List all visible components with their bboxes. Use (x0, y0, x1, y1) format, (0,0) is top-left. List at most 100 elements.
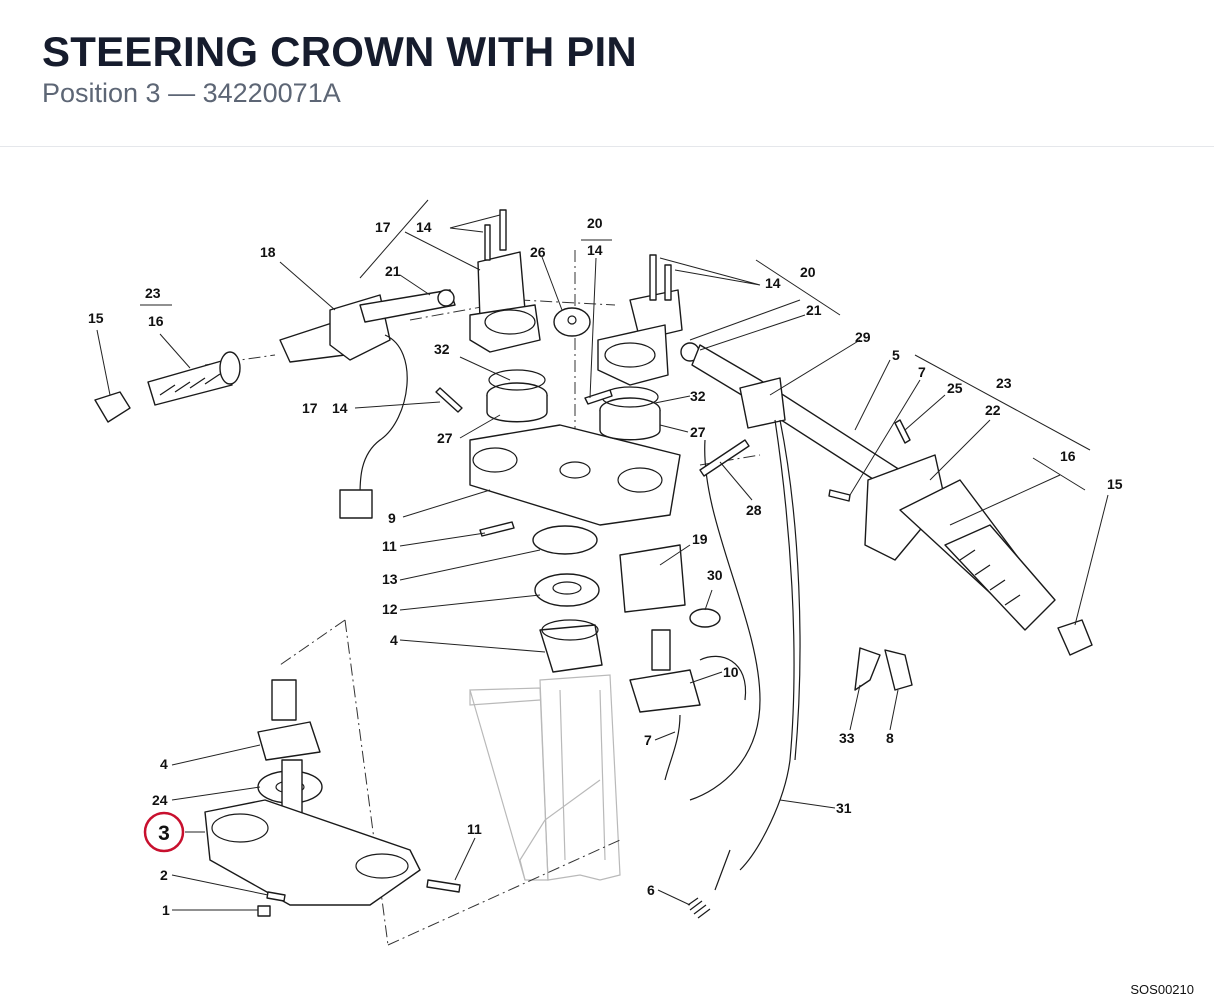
steering-crown-with-pin (204, 679, 421, 917)
label-16b: 16 (1060, 448, 1076, 464)
label-11b: 11 (467, 821, 482, 837)
clamp-bolt-b (499, 209, 507, 251)
clamp-bolt-a (484, 224, 491, 261)
left-switch-connector (339, 489, 373, 519)
label-32a: 32 (434, 341, 450, 357)
label-24: 24 (152, 792, 168, 808)
clamp-bolt-d (664, 264, 672, 301)
label-8: 8 (886, 730, 894, 746)
label-4a: 4 (390, 632, 398, 648)
return-spring-6 (687, 897, 711, 919)
right-upper-clamp (629, 289, 683, 341)
label-13: 13 (382, 571, 398, 587)
label-7a: 7 (918, 364, 926, 380)
bolt-11-upper (479, 521, 515, 537)
clamp-bolt-c (649, 254, 657, 301)
label-21a: 21 (385, 263, 401, 279)
label-22: 22 (985, 402, 1001, 418)
bolt-14-mid (584, 389, 613, 405)
right-bar-end-15 (1057, 619, 1093, 656)
key-8 (884, 649, 913, 691)
bearing-4-upper (539, 624, 603, 673)
label-14b: 14 (587, 242, 603, 258)
oring-30 (689, 608, 721, 628)
bolt-28 (699, 439, 750, 477)
ignition-barrel (651, 629, 671, 671)
part-labels: 17 14 18 21 26 20 14 14 20 21 23 16 15 3… (88, 215, 1123, 918)
label-23b: 23 (996, 375, 1012, 391)
label-18: 18 (260, 244, 276, 260)
nut-1 (257, 905, 271, 917)
bearing-4-lower (257, 721, 321, 761)
label-33: 33 (839, 730, 855, 746)
exploded-parts-diagram: 17 14 18 21 26 20 14 14 20 21 23 16 15 3… (88, 199, 1123, 946)
label-10: 10 (723, 664, 739, 680)
label-11a: 11 (382, 538, 397, 554)
label-7b: 7 (644, 732, 652, 748)
highlight-label: 3 (158, 822, 170, 845)
bolt-14-left (435, 387, 463, 413)
label-27a: 27 (437, 430, 453, 446)
ignition-assembly (619, 544, 721, 781)
screw-25 (894, 419, 911, 444)
key-33 (854, 647, 881, 691)
label-31: 31 (836, 800, 852, 816)
label-14a: 14 (416, 219, 432, 235)
label-12: 12 (382, 601, 398, 617)
label-5: 5 (892, 347, 900, 363)
left-grip-assembly (94, 351, 241, 423)
fork-bushings (486, 369, 661, 441)
label-28: 28 (746, 502, 762, 518)
leader-lines (96, 214, 1109, 911)
label-17b: 17 (302, 400, 318, 416)
handlebar-cap-21 (437, 289, 455, 307)
label-23a: 23 (145, 285, 161, 301)
lower-triple-clamp (204, 799, 421, 906)
label-9: 9 (388, 510, 396, 526)
steering-nut-26 (553, 307, 591, 337)
label-27b: 27 (690, 424, 706, 440)
keys (854, 647, 913, 691)
label-17a: 17 (375, 219, 391, 235)
steering-head-parts (532, 525, 603, 673)
label-21b: 21 (806, 302, 822, 318)
label-25: 25 (947, 380, 963, 396)
label-1: 1 (162, 902, 170, 918)
cables (689, 419, 801, 891)
page-subtitle: Position 3 — 34220071A (42, 78, 341, 108)
upper-triple-clamp (469, 424, 681, 526)
label-20b: 20 (800, 264, 816, 280)
stem-top-thread (271, 679, 297, 721)
label-6: 6 (647, 882, 655, 898)
bolt-11-lower (426, 879, 461, 893)
page-title: STEERING CROWN WITH PIN (42, 28, 637, 75)
label-15a: 15 (88, 310, 104, 326)
right-clamp-assembly (597, 254, 700, 386)
group-brackets (140, 199, 1091, 491)
label-30: 30 (707, 567, 723, 583)
left-bar-end (94, 391, 131, 423)
ring-32-left (488, 369, 546, 391)
label-14c: 14 (765, 275, 781, 291)
label-29: 29 (855, 329, 871, 345)
page-header: STEERING CROWN WITH PIN Position 3 — 342… (0, 0, 1214, 147)
label-19: 19 (692, 531, 708, 547)
left-handlebar (359, 289, 456, 323)
ring-nut-11 (532, 525, 598, 555)
right-grip-16 (944, 524, 1056, 631)
label-32b: 32 (690, 388, 706, 404)
ignition-switch-10 (629, 669, 701, 713)
label-26: 26 (530, 244, 546, 260)
right-grip-assembly (864, 454, 1093, 656)
drawing-code: SOS00210 (1130, 982, 1194, 997)
left-switch-assembly (279, 289, 456, 519)
label-20a: 20 (587, 215, 603, 231)
left-clamp-assembly (469, 209, 541, 353)
highlight-callout-3[interactable]: 3 (143, 811, 185, 853)
right-handlebar (691, 344, 901, 491)
handlebar-clamp-block (739, 377, 786, 429)
left-grip-washer (219, 351, 241, 385)
label-15b: 15 (1107, 476, 1123, 492)
label-2: 2 (160, 867, 168, 883)
screw-7 (828, 489, 851, 502)
